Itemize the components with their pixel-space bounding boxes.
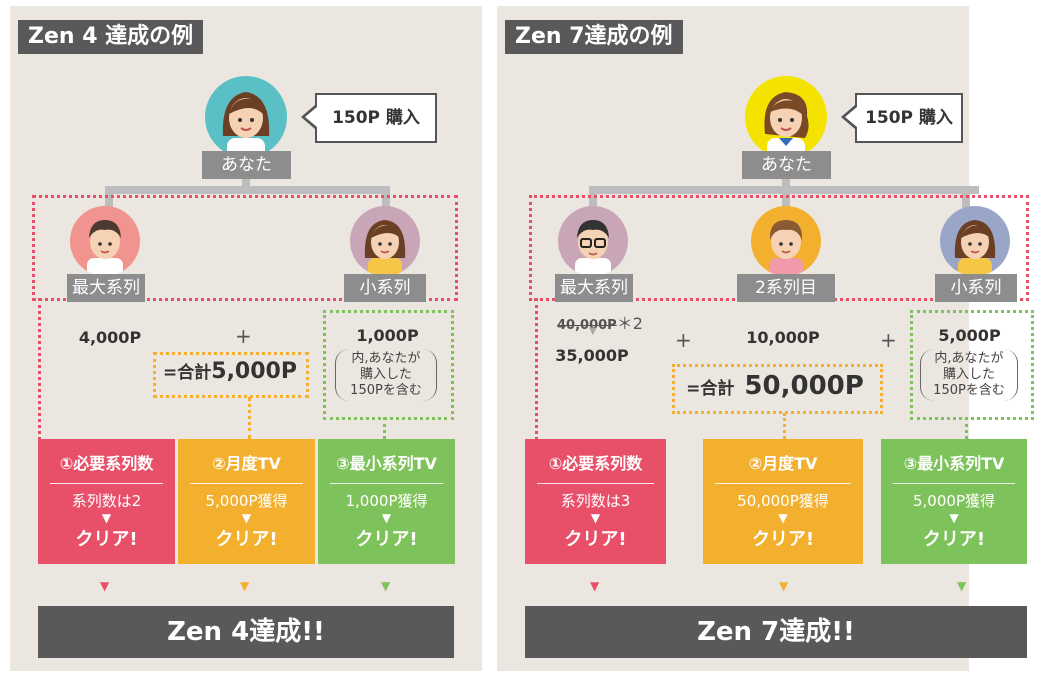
man-glasses-avatar-icon	[558, 206, 628, 276]
down-arrow-icon: ▼	[779, 579, 789, 593]
small-line-box	[323, 310, 454, 420]
member-label: 小系列	[935, 274, 1017, 302]
you-label: あなた	[202, 151, 291, 179]
max-line-points: 4,000P	[78, 328, 142, 347]
total-box	[672, 364, 883, 414]
plus-sign: +	[880, 328, 897, 352]
member-label: 2系列目	[737, 274, 835, 302]
woman-avatar-icon	[205, 76, 287, 158]
panel-title: Zen 4 達成の例	[18, 20, 204, 54]
zen7-example-panel: Zen 7達成の例 あなた 150P 購入 最大系列	[497, 6, 1034, 671]
downline-group-box	[32, 195, 458, 301]
orange-dotted-connector	[248, 397, 251, 439]
achievement-banner: Zen 7達成!!	[525, 606, 1027, 658]
condition-card-lines: ①必要系列数 系列数は2▼ クリア!	[38, 439, 175, 564]
condition-card-min-line-tv: ③最小系列TV 1,000P獲得▼ クリア!	[318, 439, 455, 564]
child-avatar-icon	[751, 206, 821, 276]
member-label: 最大系列	[555, 274, 633, 302]
achievement-banner: Zen 4達成!!	[38, 606, 454, 658]
reduce-arrow-icon: ▼	[589, 326, 597, 337]
green-dotted-connector	[383, 417, 386, 439]
woman-avatar-icon	[745, 76, 827, 158]
member-label: 小系列	[344, 274, 426, 302]
condition-card-min-line-tv: ③最小系列TV 5,000P獲得▼ クリア!	[881, 439, 1027, 564]
second-line-points: 10,000P	[746, 328, 820, 347]
tree-connector	[242, 179, 250, 189]
pink-dotted-connector	[535, 298, 538, 440]
small-line-box	[910, 310, 1034, 420]
orange-dotted-connector	[783, 413, 786, 439]
you-label: あなた	[742, 151, 831, 179]
small-line-points: 5,000P	[938, 326, 1001, 345]
down-arrow-icon: ▼	[381, 579, 391, 593]
tree-connector	[782, 179, 790, 189]
condition-card-monthly-tv: ②月度TV 5,000P獲得▼ クリア!	[178, 439, 315, 564]
plus-sign: +	[235, 324, 252, 348]
pink-dotted-connector	[38, 298, 41, 440]
down-arrow-icon: ▼	[100, 579, 110, 593]
down-arrow-icon: ▼	[957, 579, 967, 593]
purchase-bubble: 150P 購入	[841, 93, 963, 143]
down-arrow-icon: ▼	[240, 579, 250, 593]
woman-avatar-icon	[350, 206, 420, 276]
max-line-points: 35,000P	[555, 346, 629, 365]
down-arrow-icon: ▼	[590, 579, 600, 593]
small-line-points: 1,000P	[356, 326, 419, 345]
green-dotted-connector	[965, 417, 968, 439]
total-box	[153, 352, 309, 398]
zen4-example-panel: Zen 4 達成の例 あなた 150P 購入 最大系列	[10, 6, 482, 671]
panel-title: Zen 7達成の例	[505, 20, 683, 54]
previous-points: 40,000P＊2	[557, 314, 643, 333]
member-label: 最大系列	[67, 274, 145, 302]
man-avatar-icon	[70, 206, 140, 276]
woman-avatar-icon	[940, 206, 1010, 276]
plus-sign: +	[675, 328, 692, 352]
condition-card-lines: ①必要系列数 系列数は3▼ クリア!	[525, 439, 666, 564]
total-points: =合計5,000P	[163, 359, 297, 384]
tree-connector	[105, 186, 390, 194]
condition-card-monthly-tv: ②月度TV 50,000P獲得▼ クリア!	[703, 439, 863, 564]
purchase-bubble: 150P 購入	[301, 93, 437, 143]
